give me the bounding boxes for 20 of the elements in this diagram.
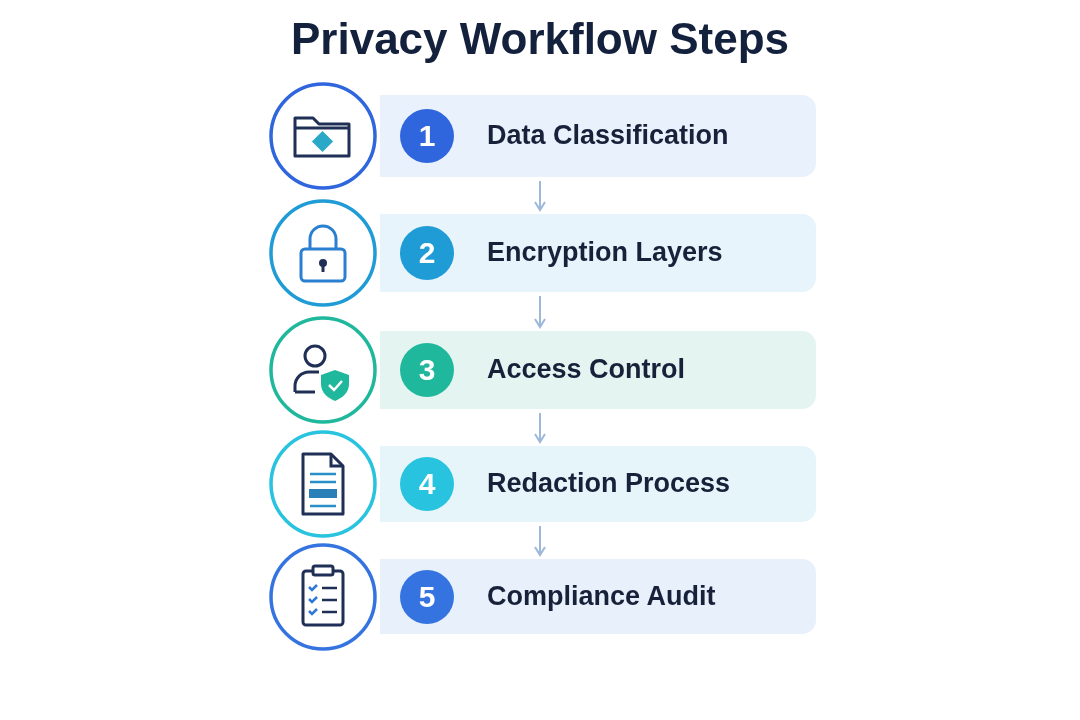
arrow bbox=[534, 295, 546, 328]
step-label: Encryption Layers bbox=[487, 237, 723, 268]
step-number-badge: 5 bbox=[400, 569, 454, 624]
step-number-badge: 2 bbox=[400, 226, 454, 280]
arrow bbox=[534, 525, 546, 556]
step-number-badge: 4 bbox=[400, 457, 454, 511]
step-bar bbox=[380, 446, 816, 522]
step-bar bbox=[380, 214, 816, 292]
step-label: Compliance Audit bbox=[487, 580, 716, 612]
step-bar bbox=[380, 331, 816, 409]
step-label: Data Classification bbox=[487, 120, 729, 151]
arrow bbox=[534, 180, 546, 211]
step-number-badge: 3 bbox=[400, 343, 454, 397]
arrow bbox=[534, 412, 546, 443]
step-bar bbox=[380, 559, 816, 634]
step-bar bbox=[380, 95, 816, 177]
step-label: Access Control bbox=[487, 354, 686, 385]
step-label: Redaction Process bbox=[487, 468, 731, 499]
title: Privacy Workflow Steps bbox=[290, 14, 790, 64]
step-number-badge: 1 bbox=[400, 109, 454, 163]
